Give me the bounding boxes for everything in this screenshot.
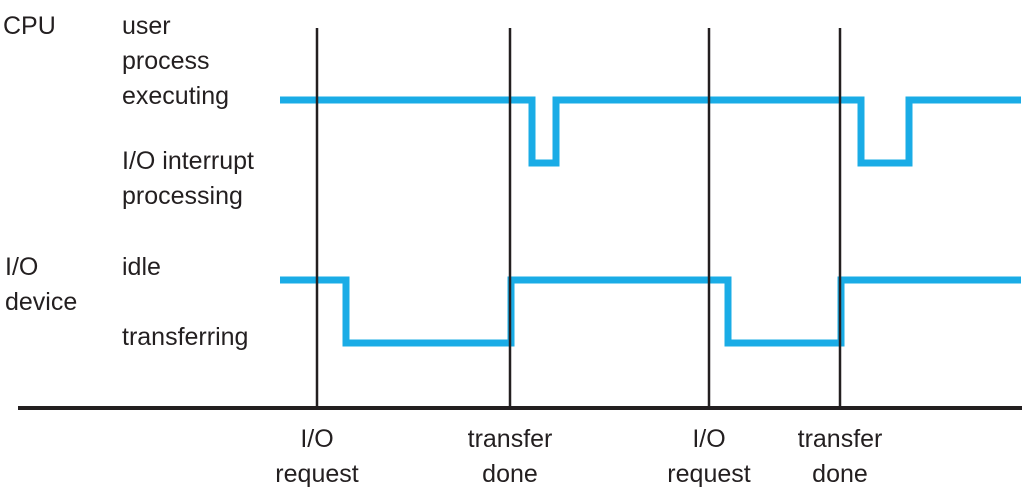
cpu-state-user-process-executing-label: user process executing bbox=[122, 12, 230, 110]
axis-event-label-2: transfer done bbox=[467, 425, 553, 488]
io-device-state-idle-label: idle bbox=[122, 253, 161, 281]
io-device-activity-signal-line bbox=[280, 276, 1021, 347]
io-device-group-label: I/O device bbox=[5, 253, 78, 316]
cpu-group-label: CPU bbox=[3, 12, 56, 40]
axis-event-label-3: I/O request bbox=[667, 425, 751, 488]
io-device-state-transferring-label: transferring bbox=[122, 323, 249, 351]
axis-event-label-4: transfer done bbox=[797, 425, 883, 488]
cpu-activity-signal-line bbox=[280, 96, 1021, 167]
axis-event-label-1: I/O request bbox=[275, 425, 359, 488]
cpu-state-io-interrupt-processing-label: I/O interrupt processing bbox=[122, 147, 254, 210]
